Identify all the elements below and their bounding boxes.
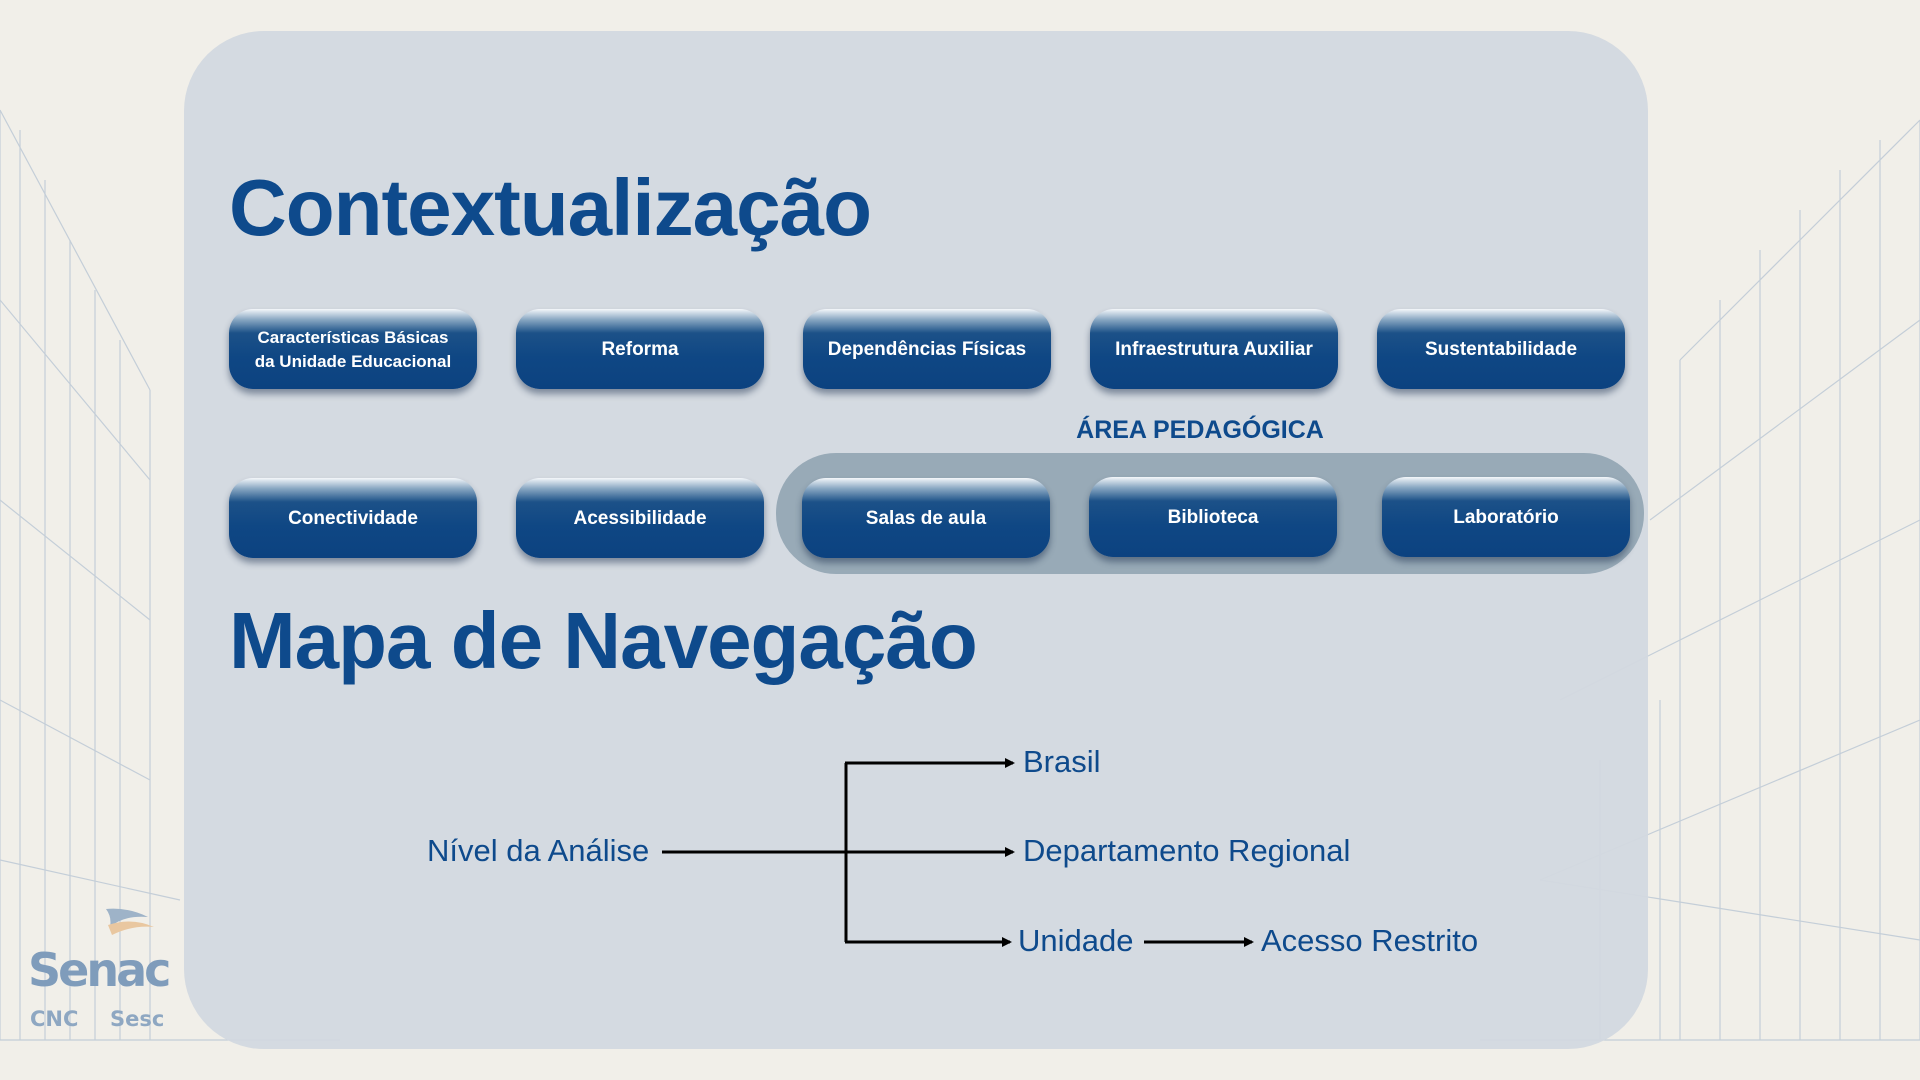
button-label: Dependências Físicas — [827, 339, 1027, 360]
button-conectividade[interactable]: Conectividade — [229, 478, 477, 558]
nav-node-departamento-regional[interactable]: Departamento Regional — [1023, 833, 1351, 868]
button-infraestrutura-auxiliar[interactable]: Infraestrutura Auxiliar — [1090, 309, 1338, 389]
nav-node-brasil[interactable]: Brasil — [1023, 744, 1101, 779]
senac-logo: Senac CNC Sesc — [28, 905, 178, 1035]
button-reforma[interactable]: Reforma — [516, 309, 764, 389]
logo-cnc-text: CNC — [30, 1007, 79, 1031]
nav-node-unidade[interactable]: Unidade — [1018, 923, 1134, 958]
logo-swoosh-icon — [106, 908, 154, 935]
button-sustentabilidade[interactable]: Sustentabilidade — [1377, 309, 1625, 389]
button-caracteristicas-basicas[interactable]: Características Básicas da Unidade Educa… — [229, 309, 477, 389]
button-dependencias-fisicas[interactable]: Dependências Físicas — [803, 309, 1051, 389]
button-label: Acessibilidade — [573, 508, 707, 529]
button-acessibilidade[interactable]: Acessibilidade — [516, 478, 764, 558]
button-label: Infraestrutura Auxiliar — [1115, 339, 1313, 360]
nav-node-nivel-analise: Nível da Análise — [427, 833, 650, 868]
area-pedagogica-label: ÁREA PEDAGÓGICA — [1076, 416, 1324, 444]
logo-brand-text: Senac — [28, 943, 171, 997]
button-label: Laboratório — [1453, 507, 1559, 528]
button-biblioteca[interactable]: Biblioteca — [1089, 477, 1337, 557]
button-label: Reforma — [601, 339, 679, 360]
button-label: Salas de aula — [865, 508, 987, 529]
button-label-line-1: Características Básicas — [257, 328, 449, 347]
page-title-mapa-navegacao: Mapa de Navegação — [229, 596, 978, 685]
logo-sesc-text: Sesc — [110, 1007, 165, 1031]
page-title-contextualizacao: Contextualização — [229, 163, 872, 252]
button-label: Sustentabilidade — [1424, 339, 1578, 360]
button-laboratorio[interactable]: Laboratório — [1382, 477, 1630, 557]
button-salas-de-aula[interactable]: Salas de aula — [802, 478, 1050, 558]
button-label-line-2: da Unidade Educacional — [254, 352, 452, 371]
button-label: Conectividade — [288, 508, 418, 529]
button-label: Biblioteca — [1167, 507, 1259, 528]
nav-node-acesso-restrito[interactable]: Acesso Restrito — [1261, 923, 1479, 958]
